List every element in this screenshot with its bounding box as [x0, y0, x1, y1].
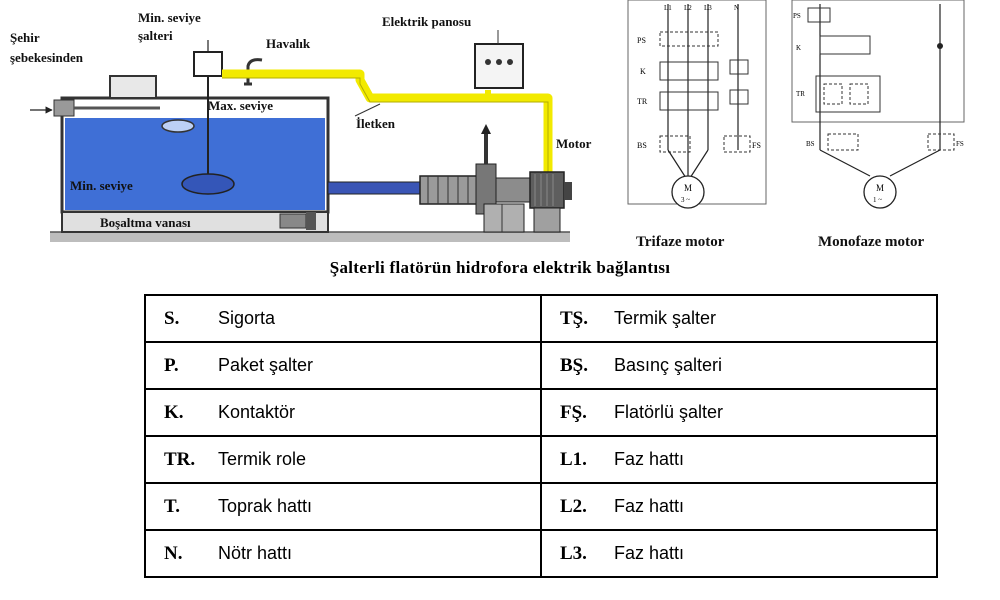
legend-desc: Termik şalter — [614, 307, 717, 328]
label-city-supply-1: Şehir — [10, 30, 40, 45]
legend-cell: L1. Faz hattı — [540, 435, 938, 484]
tag-k-1: K — [796, 44, 801, 52]
label-three-phase: Trifaze motor — [636, 234, 725, 250]
tag-n: N — [734, 4, 739, 12]
tag-3ph: 3 ~ — [681, 196, 690, 204]
legend-row: T. Toprak hattı L2. Faz hattı — [144, 482, 938, 531]
legend-abbr: P. — [164, 354, 179, 376]
legend-abbr: TR. — [164, 448, 196, 470]
legend-abbr: K. — [164, 401, 184, 423]
single-phase-schematic: PS K TR BS FS M 1 ~ — [791, 0, 965, 209]
legend-cell: T. Toprak hattı — [144, 482, 542, 531]
label-min-switch-2: şalteri — [138, 28, 173, 43]
tag-fs-1: FS — [956, 140, 964, 148]
tag-l3: L3 — [704, 4, 712, 12]
legend-abbr: TŞ. — [560, 307, 588, 329]
label-vent: Havalık — [266, 36, 311, 51]
legend-abbr: L2. — [560, 495, 587, 517]
legend-abbr: S. — [164, 307, 180, 329]
legend-cell: L3. Faz hattı — [540, 529, 938, 578]
label-min-switch-1: Min. seviye — [138, 10, 201, 25]
label-drain-valve: Boşaltma vanası — [100, 215, 191, 230]
tag-1ph: 1 ~ — [873, 196, 882, 204]
legend-desc: Flatörlü şalter — [614, 401, 724, 422]
label-single-phase: Monofaze motor — [818, 234, 925, 250]
label-conductor: İletken — [356, 116, 396, 131]
legend-desc: Paket şalter — [218, 354, 314, 375]
legend-desc: Nötr hattı — [218, 542, 293, 563]
legend-abbr: L3. — [560, 542, 587, 564]
legend-desc: Toprak hattı — [218, 495, 313, 516]
legend-desc: Sigorta — [218, 307, 276, 328]
tag-ps-3: PS — [637, 36, 646, 45]
tag-l2: L2 — [684, 4, 692, 12]
legend-cell: FŞ. Flatörlü şalter — [540, 388, 938, 437]
legend-desc: Faz hattı — [614, 448, 685, 469]
legend-cell: TŞ. Termik şalter — [540, 294, 938, 343]
legend-cell: BŞ. Basınç şalteri — [540, 341, 938, 390]
label-city-supply-2: şebekesinden — [10, 50, 84, 65]
tank-lid — [109, 75, 157, 99]
tag-tr-3: TR — [637, 97, 648, 106]
tank-base — [61, 211, 329, 233]
legend-row: S. Sigorta TŞ. Termik şalter — [144, 294, 938, 343]
min-level-switch-box — [193, 51, 223, 77]
legend-cell: N. Nötr hattı — [144, 529, 542, 578]
hydrophore-diagram: Şehir şebekesinden Min. seviye şalteri H… — [10, 0, 965, 250]
tag-bs-3: BS — [637, 141, 647, 150]
legend-abbr: N. — [164, 542, 183, 564]
legend-row: P. Paket şalter BŞ. Basınç şalteri — [144, 341, 938, 390]
tag-m-1: M — [876, 183, 884, 193]
legend-cell: L2. Faz hattı — [540, 482, 938, 531]
legend-desc: Basınç şalteri — [614, 354, 723, 375]
electric-panel — [474, 30, 524, 89]
tag-m-3: M — [684, 183, 692, 193]
tag-l1: L1 — [664, 4, 672, 12]
legend-abbr: L1. — [560, 448, 587, 470]
motor — [529, 171, 572, 233]
tag-bs-1: BS — [806, 140, 815, 148]
pump-assembly — [419, 124, 531, 233]
legend-row: K. Kontaktör FŞ. Flatörlü şalter — [144, 388, 938, 437]
figure-caption: Şalterli flatörün hidrofora elektrik bağ… — [329, 258, 671, 277]
water-tank — [53, 70, 330, 233]
tag-fs-3: FS — [752, 141, 761, 150]
legend-desc: Faz hattı — [614, 495, 685, 516]
legend-cell: S. Sigorta — [144, 294, 542, 343]
min-float — [181, 173, 235, 195]
legend-desc: Kontaktör — [218, 401, 296, 422]
tank-water — [65, 118, 325, 210]
vent-pipe — [246, 58, 263, 84]
tag-tr-1: TR — [796, 90, 805, 98]
label-electric-panel: Elektrik panosu — [382, 14, 471, 29]
legend-desc: Faz hattı — [614, 542, 685, 563]
label-max-level: Max. seviye — [208, 98, 273, 113]
tag-k-3: K — [640, 67, 646, 76]
label-motor: Motor — [556, 136, 592, 151]
tag-ps-1: PS — [793, 12, 801, 20]
three-phase-schematic: L1 L2 L3 N PS K TR BS FS M 3 ~ — [627, 0, 767, 209]
legend-row: TR. Termik role L1. Faz hattı — [144, 435, 938, 484]
legend-cell: TR. Termik role — [144, 435, 542, 484]
label-min-level: Min. seviye — [70, 178, 133, 193]
max-float — [161, 119, 195, 133]
legend-abbr: T. — [164, 495, 181, 517]
suction-pipe — [327, 181, 421, 195]
legend-abbr: FŞ. — [560, 401, 587, 423]
legend-row: N. Nötr hattı L3. Faz hattı — [144, 529, 938, 578]
legend-cell: K. Kontaktör — [144, 388, 542, 437]
legend-abbr: BŞ. — [560, 354, 588, 376]
ground-slab — [50, 232, 570, 242]
legend-desc: Termik role — [218, 448, 307, 469]
legend-cell: P. Paket şalter — [144, 341, 542, 390]
